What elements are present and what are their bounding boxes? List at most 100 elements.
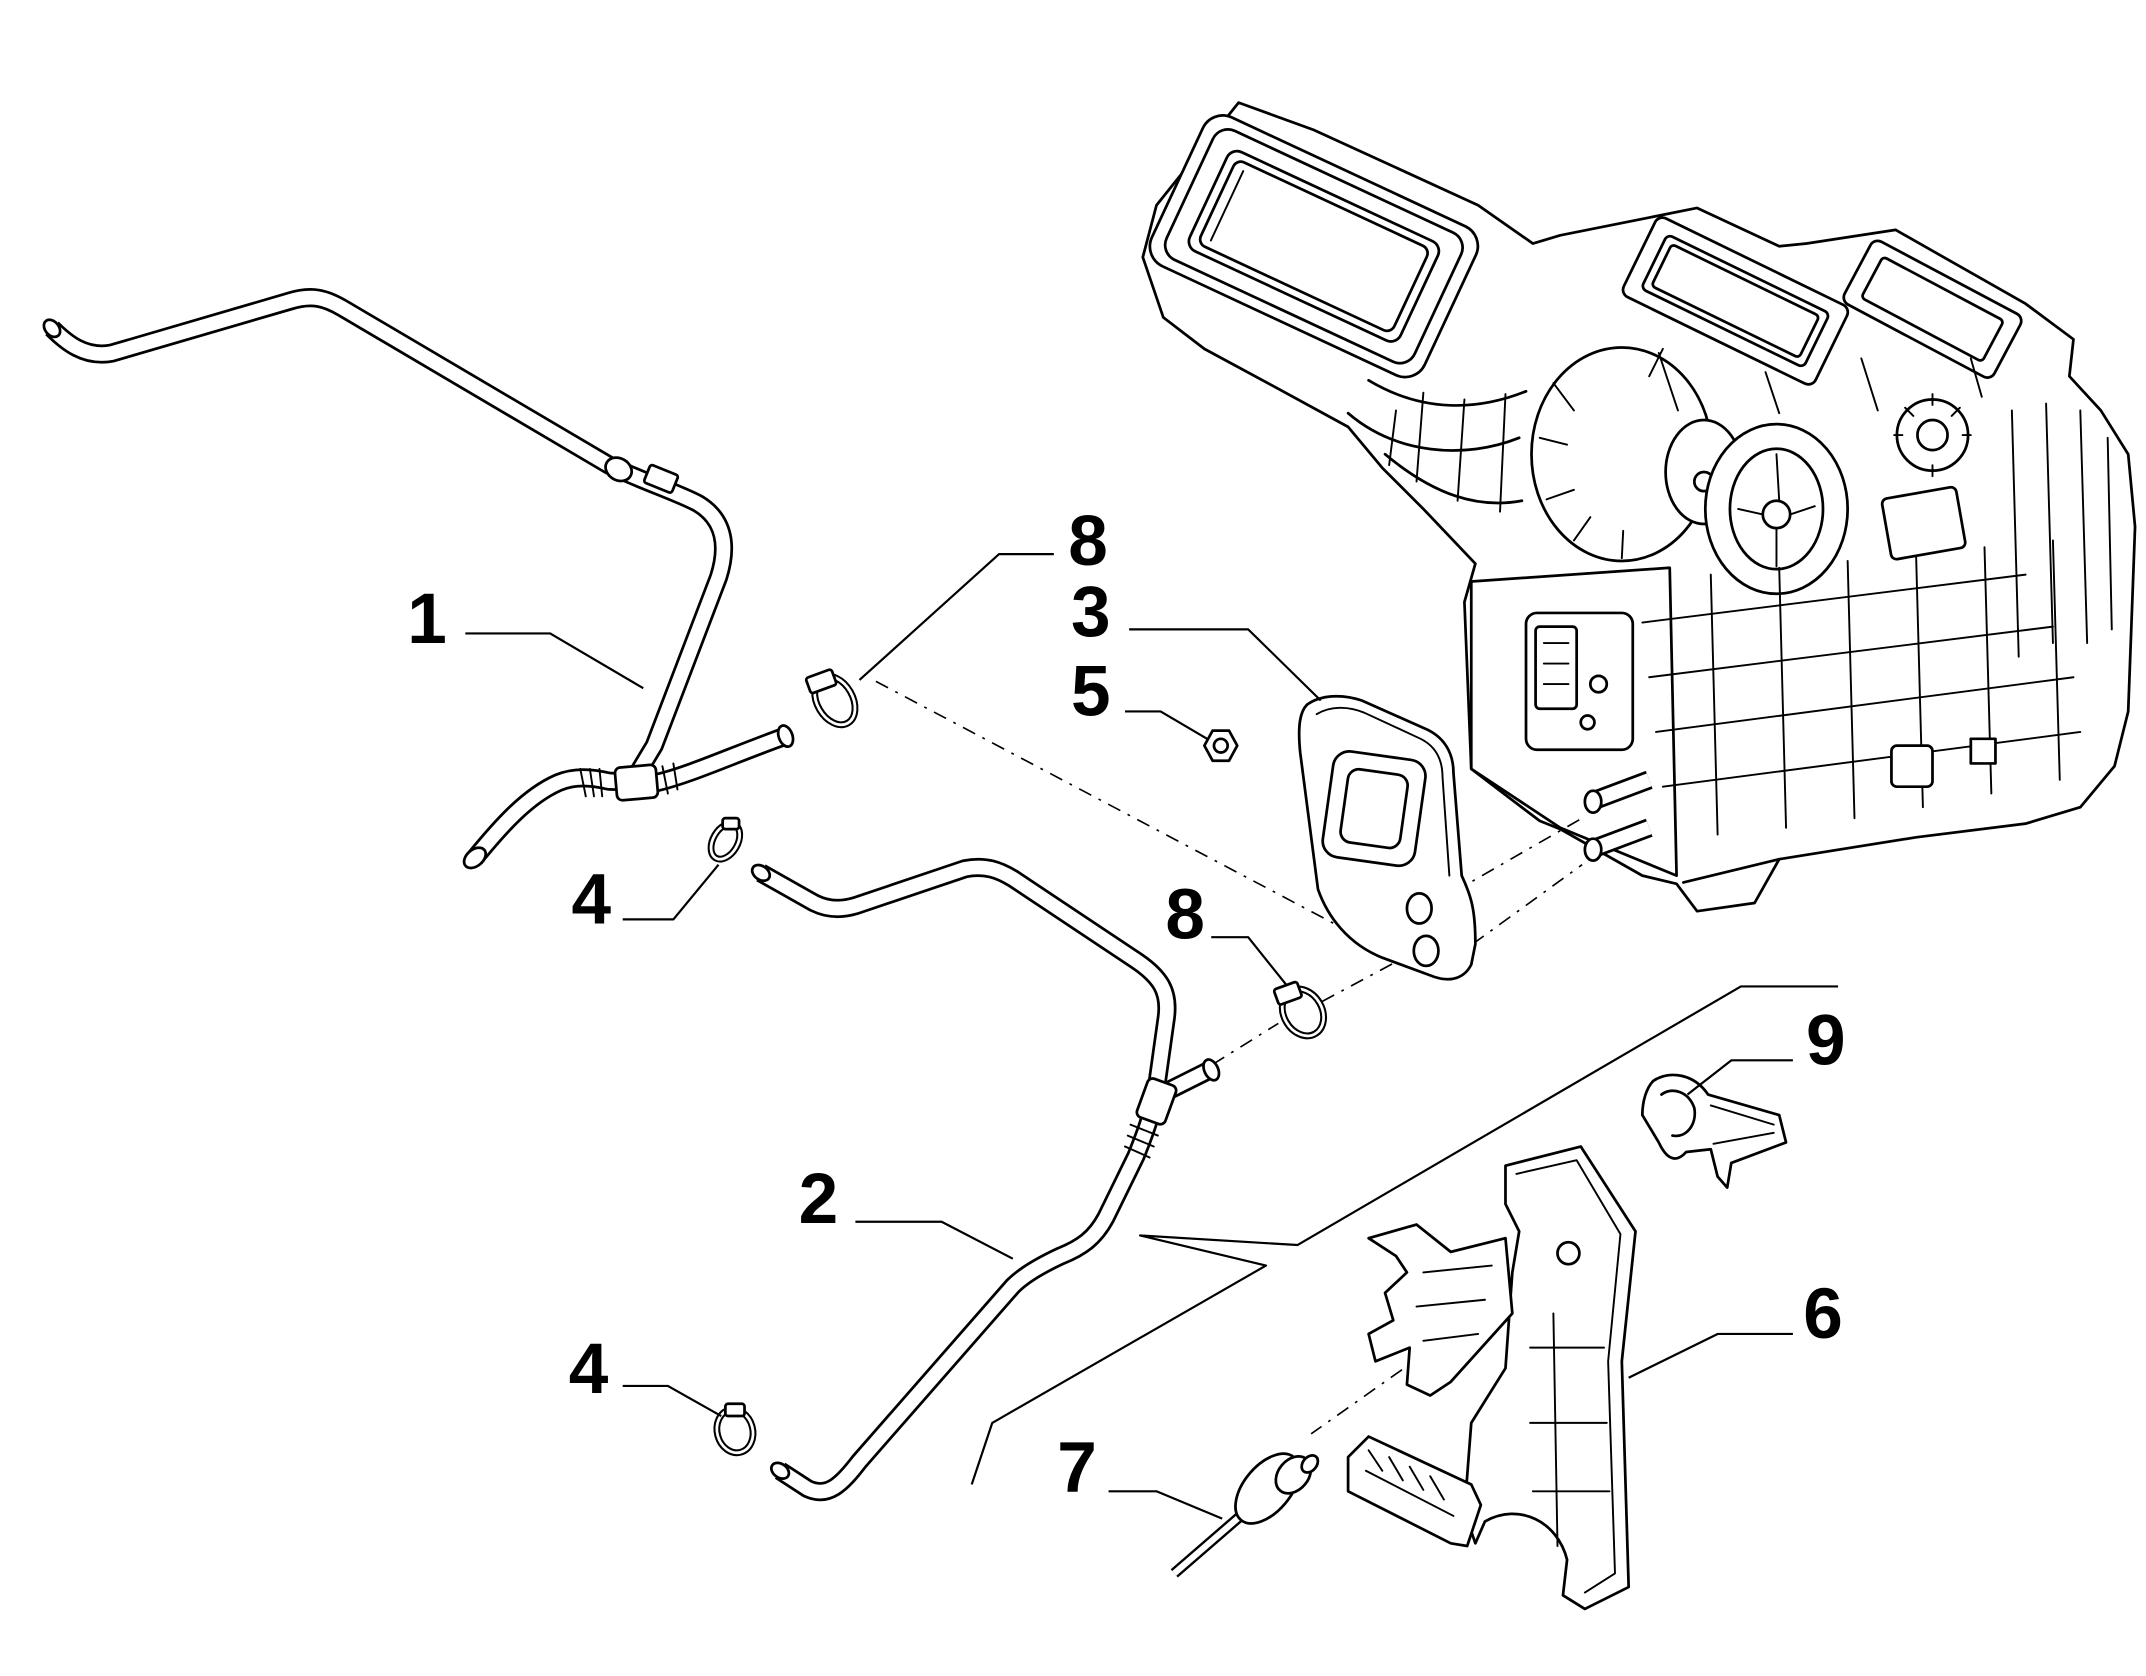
nut-bore	[1212, 737, 1230, 754]
bracket-ribs	[1529, 1312, 1611, 1547]
duct-depth-line	[1209, 170, 1245, 242]
neck-line	[1367, 378, 1528, 407]
leader-line	[622, 863, 720, 921]
body-front-face	[1469, 566, 1678, 877]
hose-tee-fitting	[613, 763, 660, 802]
assembly-line	[1472, 864, 1583, 945]
body-bottom-line	[1682, 857, 1781, 884]
hvac-lower-body	[1469, 402, 2113, 884]
connector-screw	[1579, 714, 1596, 731]
connector-socket	[1534, 625, 1579, 711]
seal-opening-inner	[1339, 767, 1410, 850]
assembly-line	[1212, 1022, 1279, 1066]
pin-tip	[1300, 1454, 1320, 1474]
scroll-rib	[1538, 347, 1664, 560]
vent-frame	[1621, 216, 1850, 386]
neck-line	[1383, 452, 1524, 505]
hose-end	[769, 1461, 791, 1480]
hose-clamp-upper-8	[804, 668, 859, 729]
seal-opening	[1321, 750, 1427, 868]
hose-clip	[1640, 1073, 1788, 1189]
body-rib-h	[1661, 731, 2082, 788]
neck-rib	[1415, 391, 1425, 483]
assembly-line	[1321, 959, 1400, 1003]
leader-line	[1108, 1490, 1223, 1520]
clip-body	[1640, 1073, 1788, 1189]
callout-label: 6	[1803, 1275, 1843, 1354]
seal-inner-edge	[1315, 706, 1451, 877]
leader-lines	[465, 553, 1839, 1520]
callout-label: 2	[799, 1160, 839, 1239]
callout-label: 3	[1071, 573, 1111, 652]
hose-tee-collar	[1124, 1123, 1159, 1159]
seal-hole	[1405, 892, 1433, 925]
clip-edge	[1709, 1104, 1775, 1145]
neck-rib	[1456, 398, 1466, 502]
hose-lower	[750, 857, 1221, 1502]
neck-rib	[1388, 409, 1397, 467]
connector-body	[1524, 611, 1635, 752]
clamp-tab	[724, 1402, 746, 1418]
callout-label: 9	[1806, 1001, 1846, 1080]
callout-label: 7	[1057, 1428, 1097, 1507]
bracket-hole	[1556, 1240, 1581, 1266]
pipe-end	[1583, 837, 1603, 862]
actuator-socket	[1890, 744, 1934, 789]
blower-fan-inner	[1728, 447, 1825, 571]
leader-line	[1211, 936, 1288, 986]
actuator	[1880, 393, 1997, 789]
pipe-fill	[1592, 773, 1652, 807]
hose-tee-fitting	[1135, 1077, 1178, 1126]
leader-line	[622, 1384, 722, 1418]
duct-opening-inner	[1198, 160, 1429, 333]
blower-housing	[1530, 346, 1850, 596]
hose-quick-connector	[642, 463, 680, 494]
hose-clamp-upper-4	[707, 816, 744, 863]
pipe-seal	[1297, 694, 1477, 981]
vent-opening	[1651, 244, 1820, 358]
callout-labels: 8 1 3 5 4 8 9 2 6 4 7	[407, 502, 1845, 1507]
bracket-lower-tray	[1346, 1435, 1483, 1548]
hose-clamp-lower-8	[1272, 980, 1328, 1040]
hose-branch-fill	[469, 729, 788, 863]
hose-clamp-lower-4	[713, 1402, 757, 1457]
hose-end	[42, 318, 62, 339]
leader-line	[1686, 1059, 1793, 1096]
hex-nut	[1203, 729, 1239, 763]
body-rib-h	[1641, 573, 2027, 624]
clip-loop	[1660, 1089, 1697, 1138]
pipe-fill	[1592, 821, 1652, 855]
vent-rim	[1641, 234, 1830, 368]
leader-line	[1129, 628, 1322, 702]
bracket-arm-ribs	[1415, 1264, 1493, 1342]
callout-label: 8	[1068, 502, 1108, 581]
bracket-plate	[1463, 1145, 1637, 1611]
vent-neck-lines	[1657, 352, 1983, 415]
body-rib-v	[1709, 539, 2061, 836]
callout-label: 5	[1071, 653, 1111, 732]
blower-fan-hub	[1761, 499, 1792, 530]
hose-fitting	[604, 456, 634, 483]
duct-neck	[1346, 378, 1528, 513]
assembly-line	[1453, 817, 1583, 893]
nut-hexagon	[1203, 729, 1239, 763]
group-bracket-line	[970, 985, 1839, 1485]
assembly-line	[875, 680, 1374, 945]
actuator-teeth	[1893, 393, 1972, 478]
leader-line	[1125, 710, 1208, 740]
air-intake-duct	[1148, 114, 1480, 379]
hose-end	[462, 846, 488, 870]
hose-end	[776, 724, 795, 748]
duct-frame-rim	[1163, 128, 1464, 365]
pipe-end	[1583, 789, 1603, 815]
callout-label: 4	[569, 1330, 609, 1409]
body-rib-h	[1648, 625, 2054, 679]
clamp-screw-housing	[804, 668, 838, 695]
clamp-screw-housing	[1272, 980, 1303, 1006]
heater-pipes	[1583, 770, 1653, 862]
duct-opening	[1187, 149, 1441, 343]
callout-label: 1	[407, 580, 447, 659]
body-rib-h	[1655, 676, 2075, 733]
side-vent-duct	[1842, 239, 2023, 379]
